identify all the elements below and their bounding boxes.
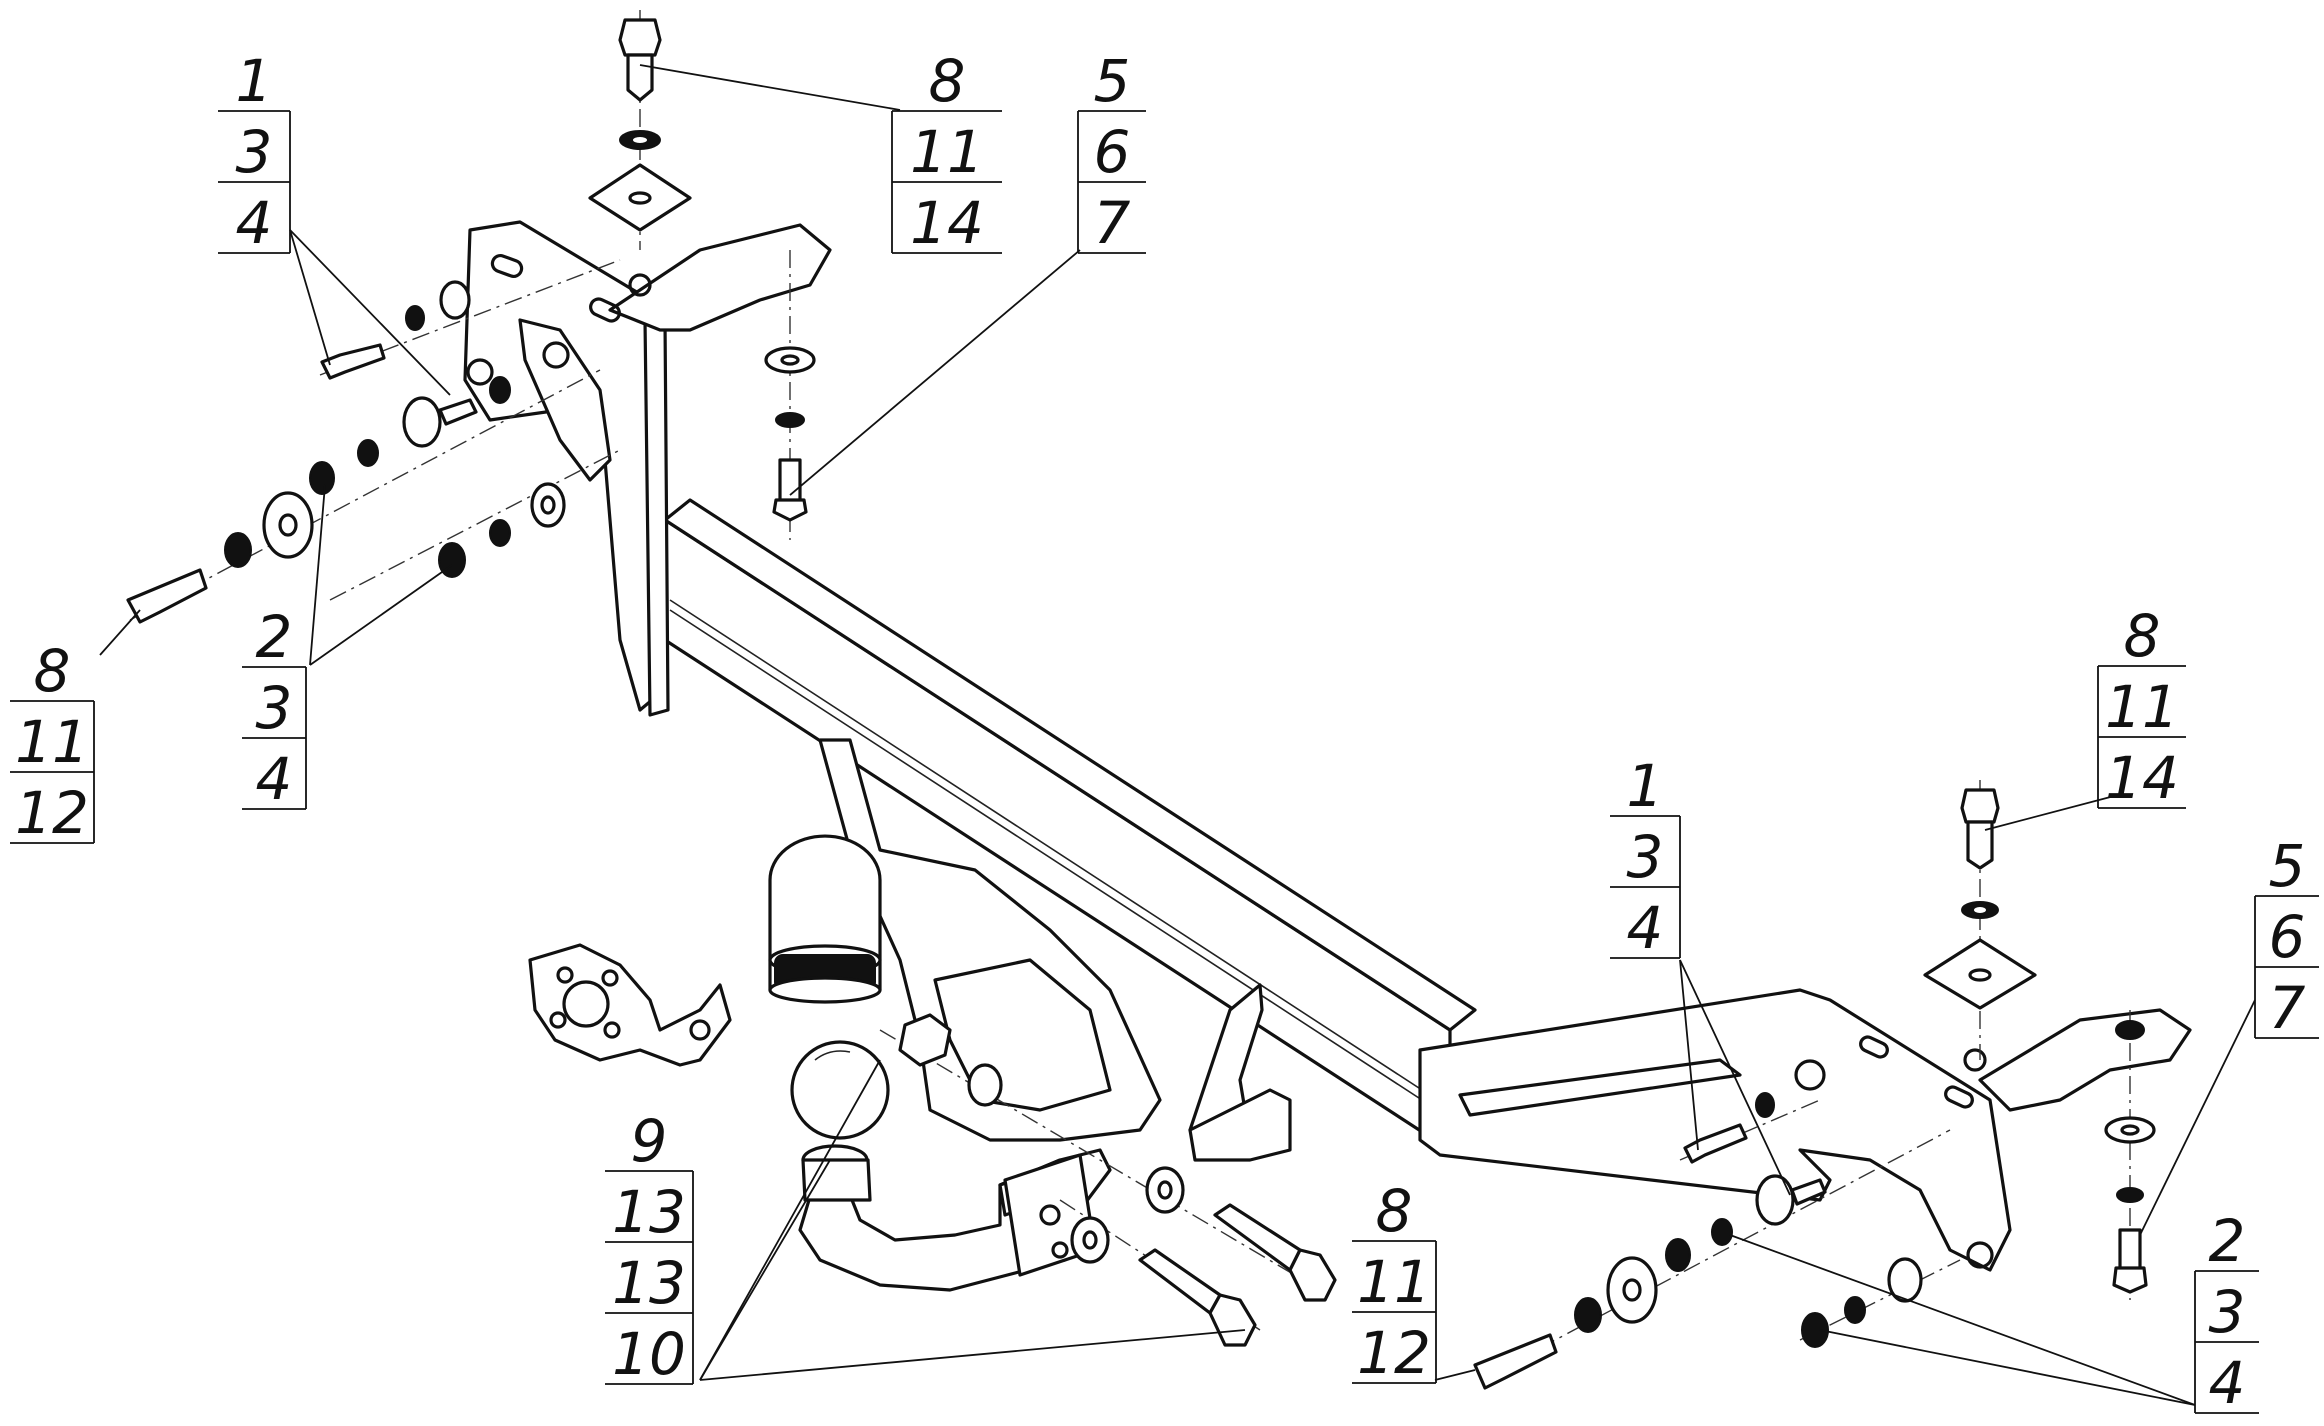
callout-part-number: 8 (2124, 602, 2161, 670)
callout-part-number: 3 (1627, 823, 1664, 891)
callout-part-number: 2 (2209, 1207, 2246, 1275)
center-bolts (879, 1013, 1337, 1347)
callout-part-number: 12 (1357, 1319, 1431, 1387)
right-side-bolt-stack (2104, 1010, 2156, 1300)
callout-part-number: 13 (612, 1249, 686, 1317)
callout-part-number: 1 (1627, 752, 1664, 820)
callout-c1: 134 (218, 47, 291, 257)
receiver-bracket (818, 738, 1292, 1162)
callout-part-number: 13 (612, 1178, 686, 1246)
left-mounting-bracket (463, 220, 832, 717)
callout-part-number: 10 (612, 1320, 686, 1388)
socket-bracket (528, 943, 732, 1067)
callout-c8: 567 (2254, 832, 2319, 1042)
left-horizontal-bolts (126, 259, 621, 624)
callout-part-number: 12 (15, 779, 89, 847)
callout-part-number: 14 (2105, 744, 2179, 812)
callout-part-number: 11 (1357, 1248, 1431, 1316)
callout-c7: 134 (1610, 752, 1681, 962)
callout-c11: 234 (2194, 1207, 2259, 1417)
right-horizontal-bolts (1473, 1092, 1961, 1390)
callout-part-number: 5 (2269, 832, 2306, 900)
callout-part-number: 3 (256, 674, 293, 742)
callout-part-number: 4 (2209, 1349, 2246, 1417)
callout-part-number: 11 (2105, 673, 2179, 741)
callout-part-number: 11 (15, 708, 89, 776)
callout-part-number: 6 (1094, 118, 1131, 186)
callout-part-number: 2 (256, 603, 293, 671)
callout-part-number: 3 (236, 118, 273, 186)
callout-part-number: 7 (1094, 189, 1131, 257)
callout-part-number: 4 (1627, 894, 1664, 962)
callout-part-number: 9 (631, 1107, 668, 1175)
tow-ball-cap (768, 834, 882, 1004)
callout-part-number: 8 (34, 637, 71, 705)
callout-c3: 567 (1077, 47, 1146, 257)
callout-part-number: 11 (910, 118, 984, 186)
left-side-bolt-stack (764, 250, 816, 540)
callout-c5: 234 (242, 603, 307, 813)
callout-part-number: 8 (929, 47, 966, 115)
callout-part-number: 8 (1376, 1177, 1413, 1245)
left-top-bolt-stack (588, 10, 692, 250)
callout-part-number: 7 (2269, 974, 2306, 1042)
callout-part-number: 14 (910, 189, 984, 257)
callout-part-number: 6 (2269, 903, 2306, 971)
callout-part-number: 5 (1094, 47, 1131, 115)
callout-part-number: 4 (256, 745, 293, 813)
leader-lines (99, 64, 2256, 1406)
callout-part-number: 4 (236, 189, 273, 257)
callout-part-number: 3 (2209, 1278, 2246, 1346)
tow-ball (790, 1040, 890, 1202)
tow-ball-neck (798, 1148, 1112, 1292)
right-mounting-bracket (1418, 988, 2192, 1272)
callout-part-number: 1 (236, 47, 273, 115)
part-callouts: 1348111456781112234811141345679131310811… (10, 47, 2319, 1417)
right-top-bolt-stack (1923, 780, 2037, 1060)
